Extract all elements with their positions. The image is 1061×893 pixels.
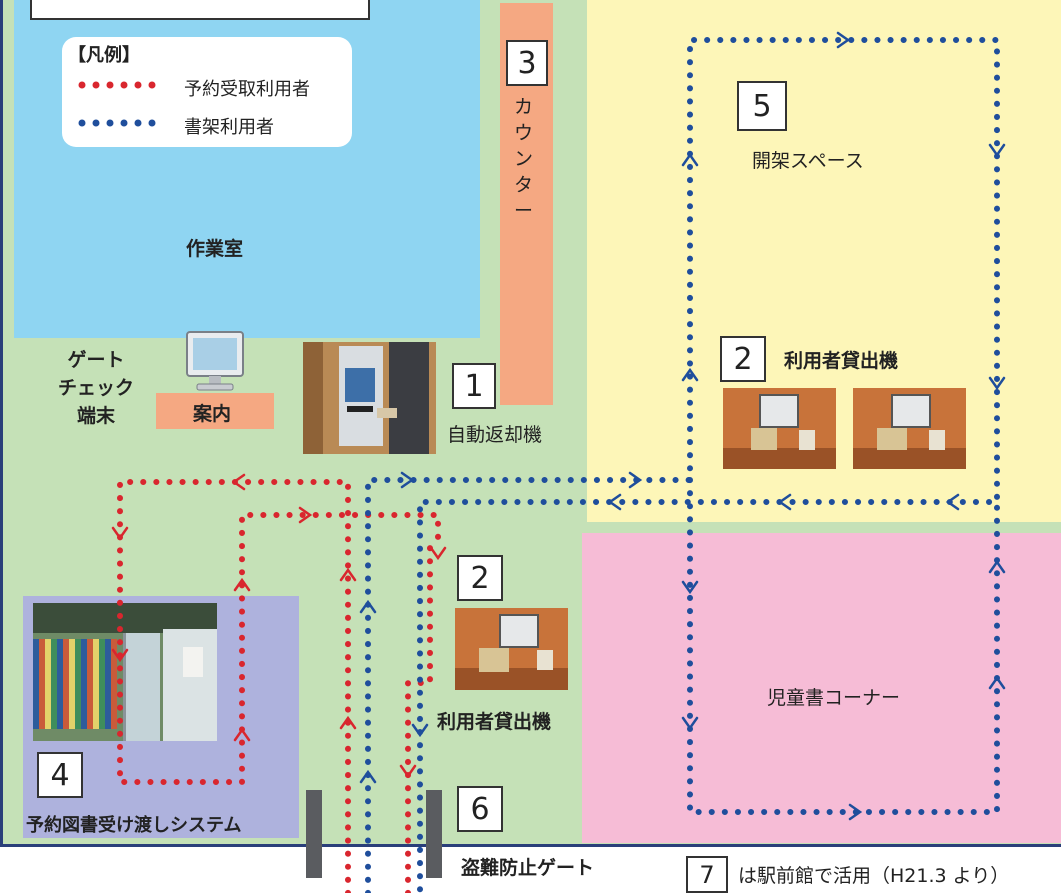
self-checkout-photo-3 [455, 608, 568, 690]
workroom-label: 作業室 [186, 238, 244, 260]
security-gate-left-post [306, 790, 322, 878]
security-gate-number: 6 [457, 786, 503, 832]
legend-shelf-label: 書架利用者 [184, 117, 274, 138]
footnote-text: は駅前館で活用（H21.3 より） [738, 865, 1010, 887]
self-checkout-photo-2 [853, 388, 966, 469]
reserve-handover-label: 予約図書受け渡しシステム [26, 815, 242, 836]
auto-return-label: 自動返却機 [447, 424, 543, 446]
shelf-route [365, 37, 1000, 893]
children-corner-area [582, 533, 1061, 843]
open-stacks-number: 5 [737, 81, 787, 131]
legend-shelf-swatch [78, 119, 156, 127]
reserve-handover-photo [33, 603, 217, 741]
info-desk [156, 393, 274, 429]
counter-number: 3 [506, 40, 548, 86]
security-gate-right-post [426, 790, 442, 878]
shelf-route-arrows [359, 31, 1006, 821]
security-gate-label: 盗難防止ゲート [461, 857, 595, 879]
reserve-handover-number: 4 [37, 752, 83, 798]
open-stacks-label: 開架スペース [752, 150, 864, 172]
computer-monitor-icon [186, 331, 244, 391]
legend-box: 【凡例】 予約受取利用者 書架利用者 [62, 37, 352, 147]
reserve-route [117, 479, 441, 893]
counter-label: カウンター [514, 96, 534, 222]
auto-return-number: 1 [452, 363, 496, 409]
footnote-number: 7 [686, 856, 728, 893]
self-checkout-photo-1 [723, 388, 836, 469]
auto-return-machine-photo [303, 342, 436, 454]
gate-check-terminal-label: ゲート チェック 端末 [57, 349, 134, 427]
self-checkout-left-number: 2 [457, 555, 503, 601]
workroom-title-box [30, 0, 370, 20]
reserve-route-arrows [111, 473, 447, 779]
self-checkout-right-label: 利用者貸出機 [784, 350, 899, 372]
legend-reserve-swatch [78, 81, 156, 89]
self-checkout-left-label: 利用者貸出機 [437, 711, 552, 733]
self-checkout-right-number: 2 [720, 336, 766, 382]
legend-reserve-label: 予約受取利用者 [184, 79, 310, 100]
legend-title: 【凡例】 [68, 45, 140, 66]
children-corner-label: 児童書コーナー [767, 687, 901, 709]
info-desk-label: 案内 [193, 403, 232, 425]
